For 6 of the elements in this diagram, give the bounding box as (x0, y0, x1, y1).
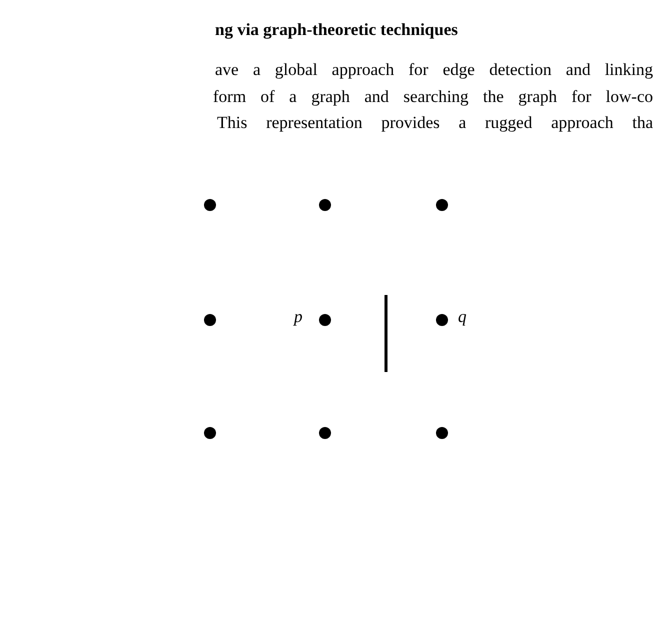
point-label: q (458, 307, 466, 327)
section-heading: ng via graph-theoretic techniques (215, 20, 458, 40)
body-text-line: ave a global approach for edge detection and linking (215, 60, 653, 80)
body-text-line: form of a graph and searching the graph for low-co (213, 87, 653, 107)
body-text-line: This representation provides a rugged approach tha (217, 113, 653, 133)
point-label: p (294, 307, 302, 327)
